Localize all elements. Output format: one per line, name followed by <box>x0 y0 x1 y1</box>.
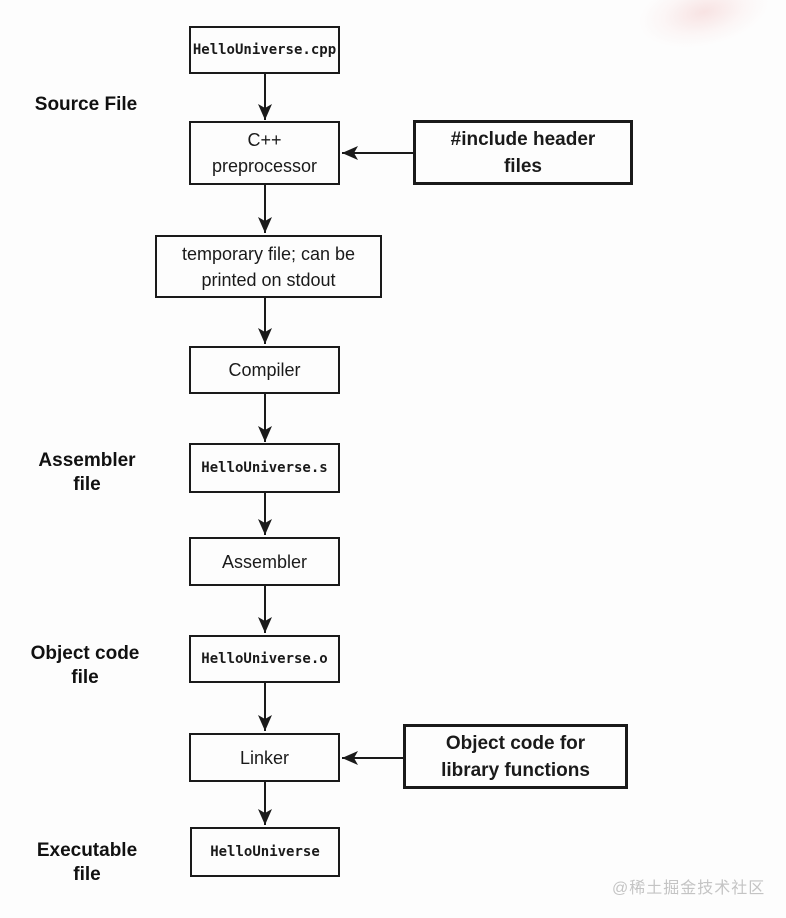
node-temp-file-box: temporary file; can be printed on stdout <box>155 235 382 298</box>
label-source-file: Source File <box>34 94 138 115</box>
node-source-file-box: HelloUniverse.cpp <box>189 26 340 74</box>
pink-smudge-artifact <box>635 0 775 58</box>
label-object-code-file: Object code file <box>30 643 140 688</box>
node-linker-box: Linker <box>189 733 340 782</box>
label-executable-file: Executable file <box>36 840 138 885</box>
node-assembly-file-box: HelloUniverse.s <box>189 443 340 493</box>
node-include-headers-box: #include header files <box>413 120 633 185</box>
node-assembler-box: Assembler <box>189 537 340 586</box>
label-assembler-file: Assembler file <box>38 450 136 495</box>
node-executable-box: HelloUniverse <box>190 827 340 877</box>
watermark-text: @稀土掘金技术社区 <box>612 880 766 897</box>
node-object-file-box: HelloUniverse.o <box>189 635 340 683</box>
node-preprocessor-box: C++ preprocessor <box>189 121 340 185</box>
node-compiler-box: Compiler <box>189 346 340 394</box>
node-library-objects-box: Object code for library functions <box>403 724 628 789</box>
